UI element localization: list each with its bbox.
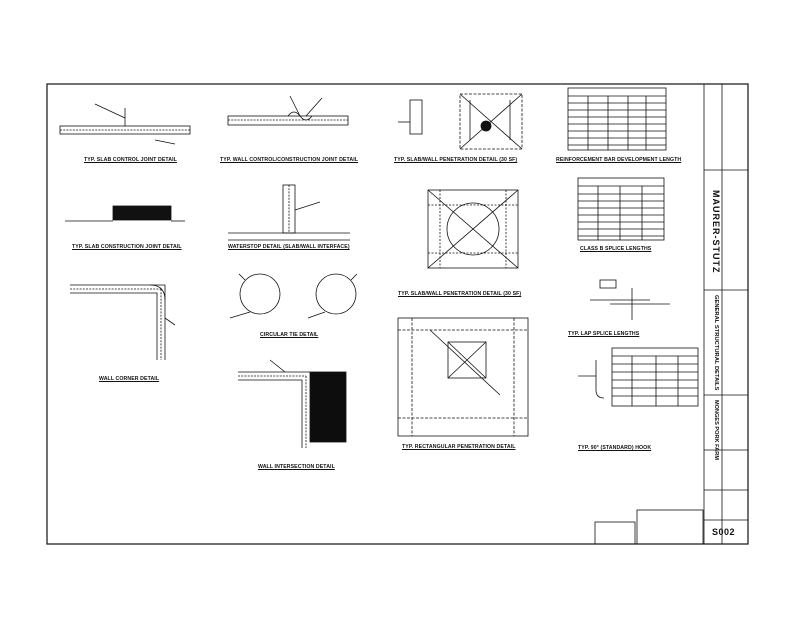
label-reinforcement-development: REINFORCEMENT BAR DEVELOPMENT LENGTH xyxy=(556,157,682,163)
label-hook-90: TYP. 90° (STANDARD) HOOK xyxy=(578,445,652,451)
label-circular-tie: CIRCULAR TIE DETAIL xyxy=(260,332,319,338)
label-wall-control-joint: TYP. WALL CONTROL/CONSTRUCTION JOINT DET… xyxy=(220,157,359,163)
label-lap-splice: TYP. LAP SPLICE LENGTHS xyxy=(568,331,640,337)
label-wall-intersection: WALL INTERSECTION DETAIL xyxy=(258,464,335,470)
sheet-title: GENERAL STRUCTURAL DETAILS xyxy=(713,295,719,391)
label-waterstop: WATERSTOP DETAIL (SLAB/WALL INTERFACE) xyxy=(228,244,350,250)
project-name: MONGES PORK FARM xyxy=(713,400,719,460)
label-slab-control-joint: TYP. SLAB CONTROL JOINT DETAIL xyxy=(84,157,177,163)
label-slab-construction-joint: TYP. SLAB CONSTRUCTION JOINT DETAIL xyxy=(72,244,182,250)
label-rectangular-penetration: TYP. RECTANGULAR PENETRATION DETAIL xyxy=(402,444,516,450)
label-slab-wall-penetration-mid: TYP. SLAB/WALL PENETRATION DETAIL (30 SF… xyxy=(398,291,522,297)
sheet-number: S002 xyxy=(712,527,736,537)
label-class-b-splice: CLASS B SPLICE LENGTHS xyxy=(580,246,652,252)
label-wall-corner: WALL CORNER DETAIL xyxy=(99,376,160,382)
label-slab-wall-penetration-top: TYP. SLAB/WALL PENETRATION DETAIL (30 SF… xyxy=(394,157,518,163)
firm-name: MAURER-STUTZ xyxy=(711,190,721,274)
